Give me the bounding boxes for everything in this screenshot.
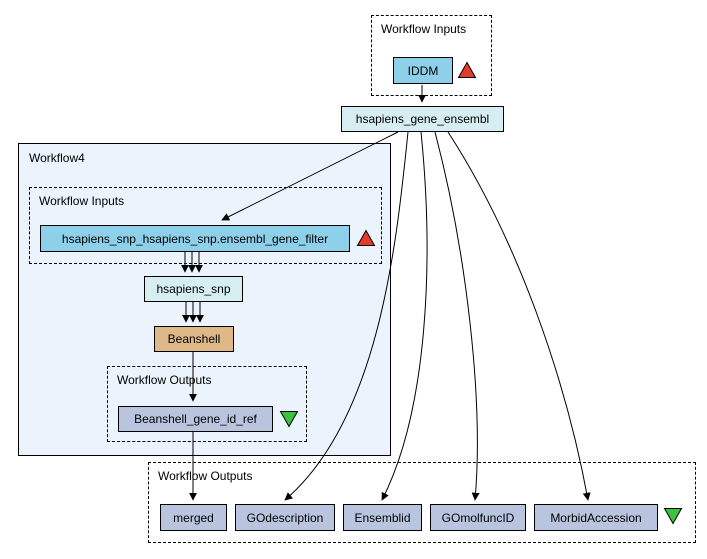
group-label: Workflow Inputs	[381, 22, 467, 36]
output-port-icon	[663, 508, 683, 525]
group-label: Workflow Outputs	[117, 373, 212, 387]
node-beanshell[interactable]: Beanshell	[154, 326, 234, 352]
input-port-icon	[457, 61, 477, 78]
node-merged[interactable]: merged	[160, 504, 227, 531]
node-iddm[interactable]: IDDM	[393, 57, 453, 84]
input-port-icon	[356, 229, 376, 246]
node-hsapiens-snp[interactable]: hsapiens_snp	[144, 276, 243, 302]
node-morbidaccession[interactable]: MorbidAccession	[534, 504, 658, 531]
edge-ensembl-to-morbidaccession	[447, 131, 591, 501]
workflow-outputs-group-bottom: Workflow Outputs merged GOdescription En…	[148, 462, 696, 543]
edge-ensembl-to-gomolfuncid	[434, 131, 480, 501]
workflow4-label: Workflow4	[29, 151, 85, 165]
node-hsapiens-gene-ensembl[interactable]: hsapiens_gene_ensembl	[341, 106, 504, 132]
workflow-outputs-group-inner: Workflow Outputs Beanshell_gene_id_ref	[107, 366, 307, 442]
group-label: Workflow Inputs	[39, 194, 125, 208]
group-label: Workflow Outputs	[158, 469, 253, 483]
node-beanshell-gene-id-ref[interactable]: Beanshell_gene_id_ref	[118, 406, 273, 432]
node-gomolfuncid[interactable]: GOmolfuncID	[430, 504, 526, 531]
workflow-inputs-group-inner: Workflow Inputs hsapiens_snp_hsapiens_sn…	[29, 187, 382, 264]
workflow-inputs-group-top: Workflow Inputs IDDM	[371, 15, 492, 96]
node-snp-ensembl-gene-filter[interactable]: hsapiens_snp_hsapiens_snp.ensembl_gene_f…	[40, 225, 350, 252]
node-ensemblid[interactable]: Ensemblid	[343, 504, 422, 531]
workflow4-group: Workflow4 Workflow Inputs hsapiens_snp_h…	[18, 143, 391, 456]
node-godescription[interactable]: GOdescription	[235, 504, 335, 531]
output-port-icon	[279, 411, 299, 428]
